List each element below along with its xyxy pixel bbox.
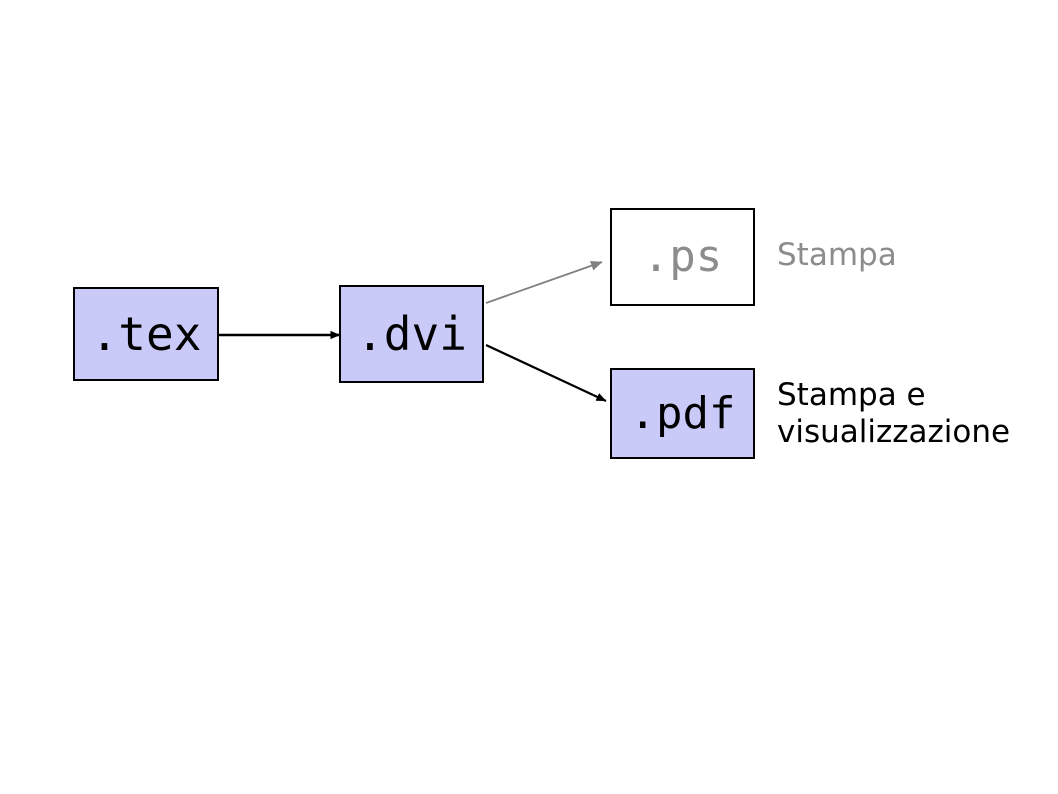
node-dvi-label: .dvi — [356, 307, 467, 361]
node-pdf[interactable]: .pdf — [610, 368, 755, 459]
edge-dvi-to-ps — [485, 260, 603, 304]
node-tex[interactable]: .tex — [73, 287, 219, 381]
node-tex-label: .tex — [90, 307, 202, 361]
node-pdf-label: .pdf — [629, 387, 736, 439]
edge-line-dvi-ps — [485, 260, 603, 304]
edge-line-dvi-pdf — [485, 344, 607, 402]
annotation-ps-note: Stampa — [777, 237, 897, 273]
node-dvi[interactable]: .dvi — [339, 285, 484, 383]
node-ps[interactable]: .ps — [610, 208, 755, 306]
annotation-pdf-note: Stampa e visualizzazione — [777, 377, 1011, 450]
node-ps-label: .ps — [642, 231, 723, 282]
edge-dvi-to-pdf — [485, 344, 607, 402]
